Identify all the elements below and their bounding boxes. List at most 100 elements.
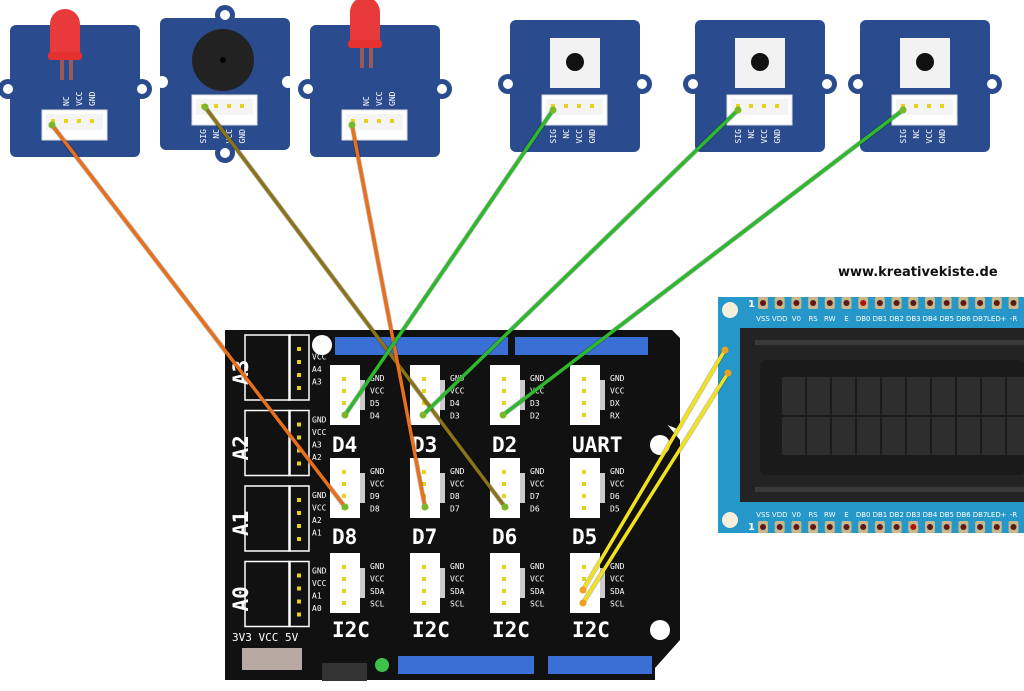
analog-pin-label: GND [312,340,327,349]
analog-pin-label: A2 [312,453,322,462]
analog-pin-label: VCC [312,353,327,362]
wire-led1-to-d8[interactable] [48,121,349,511]
lcd-pin[interactable] [977,524,984,530]
port-pin-label: SDA [370,587,385,596]
lcd-pin[interactable] [860,300,867,306]
analog-port-a3[interactable]: GNDVCCA4A3A3 [229,334,327,401]
analog-label: A2 [229,435,253,460]
lcd-pin[interactable] [910,524,917,530]
lcd-char-cell [857,377,880,415]
port-pin-label: D7 [450,505,460,514]
port-pin-label: GND [450,467,465,476]
port-pin-label: SCL [450,600,465,609]
port-pin-label: D9 [370,492,380,501]
lcd-pin-label: VSS [756,315,770,323]
voltage-switch[interactable] [242,648,302,670]
button-cap-icon [916,53,934,71]
lcd-pin-label: DB5 [939,511,954,519]
lcd-pin[interactable] [826,524,833,530]
red-led-icon [50,9,80,57]
lcd-char-cell [1007,377,1024,415]
port-pin-label: SCL [530,600,545,609]
lcd-pin[interactable] [793,524,800,530]
port-pin-label: VCC [370,575,385,584]
pin-one-marker: 1 [748,522,755,533]
analog-pin-label: A3 [312,378,322,387]
lcd-char-cell [1007,417,1024,455]
lcd-pin[interactable] [810,300,817,306]
lcd-char-cell [807,417,830,455]
header-top-right [515,337,648,355]
lcd-pin[interactable] [993,300,1000,306]
lcd-pin[interactable] [860,524,867,530]
lcd-pin[interactable] [960,524,967,530]
lcd-pin[interactable] [960,300,967,306]
lcd-pin[interactable] [776,300,783,306]
lcd-pin[interactable] [893,524,900,530]
lcd-pin[interactable] [993,524,1000,530]
lcd-pin[interactable] [843,300,850,306]
wire-lcd-scl[interactable] [579,369,732,607]
lcd-char-cell [782,417,805,455]
lcd-pin[interactable] [776,524,783,530]
lcd-char-cell [882,417,905,455]
port-pin-label: D5 [370,399,380,408]
wire-button3-to-d2[interactable] [499,106,907,419]
lcd-char-cell [957,377,980,415]
port-pin-label: DX [610,399,620,408]
lcd-pin[interactable] [826,300,833,306]
reset-button[interactable] [322,663,367,681]
wire-led2-to-d7[interactable] [348,121,429,511]
lcd-pin[interactable] [943,300,950,306]
lcd-pin[interactable] [977,300,984,306]
wire-button1-to-d4[interactable] [341,106,557,419]
lcd-pin[interactable] [876,524,883,530]
module-pin-label: SIG [734,129,743,144]
port-pin-label: GND [370,374,385,383]
lcd-pin[interactable] [810,524,817,530]
analog-pin-label: A0 [312,604,322,613]
lcd-pin[interactable] [760,300,766,306]
lcd-pin-label: DB4 [923,315,938,323]
lcd-pin[interactable] [927,524,933,530]
port-pin-label: VCC [450,387,465,396]
lcd-pin[interactable] [910,300,917,306]
port-pin-label: D2 [530,412,540,421]
mount-hole [650,620,670,640]
lcd-pin[interactable] [1010,300,1017,306]
module-pin-label: SIG [899,129,908,144]
lcd-pin-label: DB2 [889,315,904,323]
lcd-pin[interactable] [927,300,933,306]
port-pin-label: VCC [610,575,625,584]
lcd-pin[interactable] [843,524,850,530]
port-pin-label: VCC [610,387,625,396]
lcd-pin[interactable] [760,524,766,530]
wire-lcd-sda[interactable] [579,346,729,594]
wire-buzzer-to-d6[interactable] [201,103,509,511]
lcd-pin[interactable] [793,300,800,306]
lcd-pin[interactable] [893,300,900,306]
lcd-pin[interactable] [876,300,883,306]
wire-button2-to-d3[interactable] [419,106,742,419]
lcd-pin[interactable] [1010,524,1017,530]
lcd-16x2: 11VSSVSSVDDVDDV0V0RSRSRWRWEEDB0DB0DB1DB1… [718,297,1024,533]
lcd-pin-label: DB1 [873,511,888,519]
port-pin-label: D6 [610,492,620,501]
analog-pin-label: VCC [312,504,327,513]
lcd-pin[interactable] [943,524,950,530]
port-label: UART [572,433,623,457]
module-pin-label: NC [62,96,71,106]
port-label: I2C [572,618,610,642]
port-pin-label: VCC [530,480,545,489]
lcd-pin-label: -R [1010,511,1018,519]
